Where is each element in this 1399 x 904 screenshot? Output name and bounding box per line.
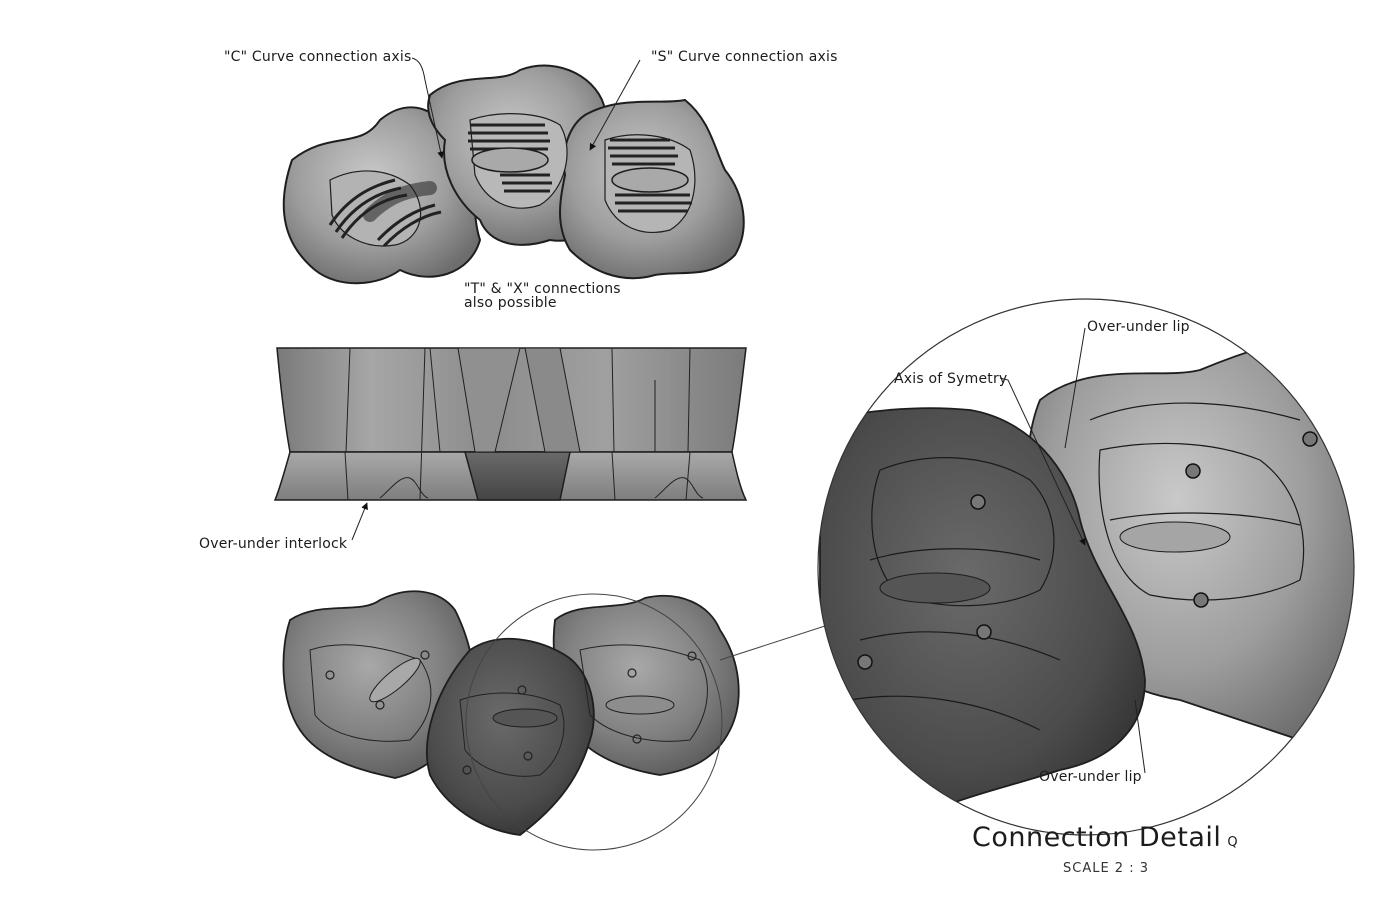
top-view-leaders [411, 57, 641, 159]
axis-of-symmetry-label: Axis of Symetry [894, 371, 1008, 387]
drawing-title-text: Connection Detail [972, 822, 1222, 853]
drawing-title: Connection Detail Q [972, 822, 1238, 853]
over-under-lip-bottom-label: Over-under lip [1039, 769, 1142, 785]
detail-callout-circle [465, 593, 723, 851]
side-view-assembly [273, 347, 748, 501]
tx-connections-label-line1: "T" & "X" connections [464, 281, 621, 297]
bottom-view-assembly [282, 590, 740, 836]
side-dark-joint [464, 451, 571, 501]
detail-view [817, 298, 1355, 836]
s-curve-label: "S" Curve connection axis [651, 49, 838, 65]
interlock-leader [351, 502, 368, 541]
detail-marker: Q [1227, 835, 1239, 850]
axis-leader [999, 377, 1086, 546]
detail-module-left-dark [819, 407, 1146, 831]
detail-connector-line [719, 624, 829, 661]
top-view-assembly [282, 64, 745, 285]
over-under-interlock-label: Over-under interlock [199, 536, 348, 552]
over-under-lip-top-label: Over-under lip [1087, 319, 1190, 335]
lip-top-leader [1064, 327, 1086, 449]
tx-connections-label-line2: also possible [464, 295, 557, 311]
bottom-module-middle-dark [426, 637, 595, 836]
detail-boundary-circle [817, 298, 1355, 836]
drawing-scale: SCALE 2 : 3 [1063, 861, 1149, 876]
lip-bottom-leader [1134, 699, 1146, 774]
c-curve-label: "C" Curve connection axis [224, 49, 412, 65]
